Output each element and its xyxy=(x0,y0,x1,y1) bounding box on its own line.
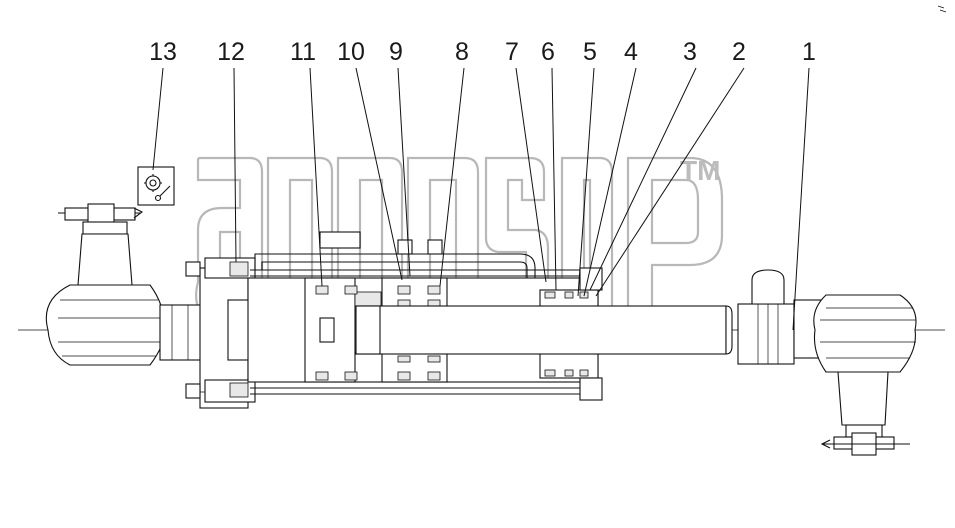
leader-line-4 xyxy=(583,67,637,297)
gear-wrench-icon xyxy=(137,166,175,206)
leader-line-3 xyxy=(589,67,697,291)
callout-6: 6 xyxy=(541,38,555,66)
leader-line-13 xyxy=(152,67,164,171)
leader-line-2 xyxy=(595,67,745,297)
leader-line-11 xyxy=(309,67,323,287)
callout-11: 11 xyxy=(290,38,316,66)
callout-13: 13 xyxy=(149,38,177,66)
callout-10: 10 xyxy=(337,38,365,66)
piston-rod xyxy=(355,305,733,355)
right-rod-end xyxy=(737,269,917,456)
leader-line-9 xyxy=(397,67,411,277)
callout-7: 7 xyxy=(505,38,519,66)
leader-line-12 xyxy=(233,67,237,263)
left-rod-end xyxy=(45,203,206,366)
leader-line-10 xyxy=(355,67,403,281)
callout-12: 12 xyxy=(217,38,245,66)
tie-rods xyxy=(250,269,590,395)
callout-1: 1 xyxy=(802,38,816,66)
callout-3: 3 xyxy=(683,38,697,66)
leader-line-6 xyxy=(551,67,557,291)
corner-mark-icon xyxy=(937,5,947,13)
leader-line-5 xyxy=(577,67,595,297)
leader-line-7 xyxy=(515,67,547,283)
callout-5: 5 xyxy=(583,38,597,66)
callout-2: 2 xyxy=(732,38,746,66)
leader-line-1 xyxy=(792,67,810,331)
trademark-label: TM xyxy=(680,155,720,186)
callout-9: 9 xyxy=(389,38,403,66)
watermark-logo: TM xyxy=(195,155,724,332)
callout-8: 8 xyxy=(455,38,469,66)
leader-lines xyxy=(152,67,810,331)
leader-line-8 xyxy=(439,67,465,287)
callout-labels: 1 2 3 4 5 6 7 8 9 10 11 12 13 xyxy=(149,38,816,66)
callout-4: 4 xyxy=(624,38,638,66)
hydraulic-pipe xyxy=(254,231,536,286)
